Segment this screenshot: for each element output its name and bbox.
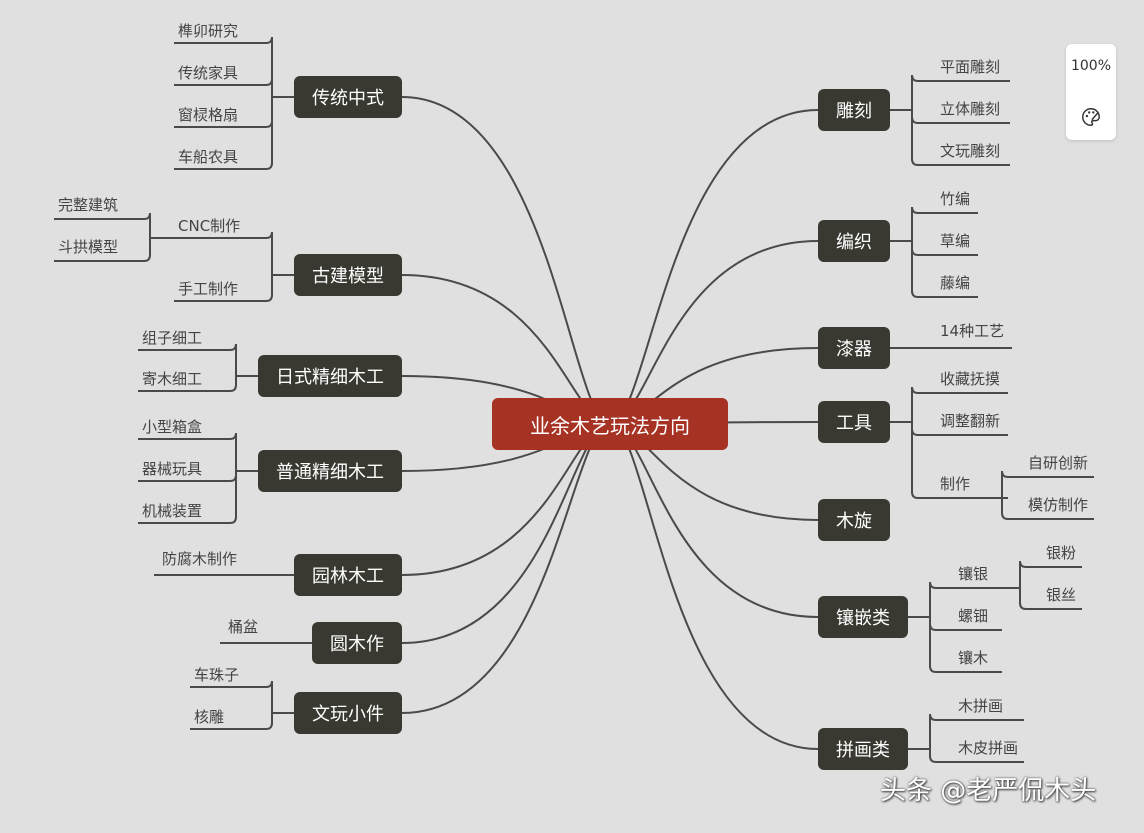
- node-r3-0[interactable]: 收藏抚摸: [940, 370, 1001, 388]
- leaf-to-subleaf-line: [996, 587, 1082, 610]
- zoom-panel: 100%: [1066, 44, 1116, 140]
- branch-to-leaf-line: [908, 581, 1002, 618]
- branch-to-leaf-line: [174, 231, 294, 276]
- node-r0-1[interactable]: 立体雕刻: [940, 100, 1001, 118]
- branch-4[interactable]: 园林木工: [294, 554, 402, 596]
- branch-5[interactable]: 圆木作: [312, 622, 402, 664]
- root-to-branch-line: [401, 96, 611, 425]
- branch-to-leaf-line: [190, 680, 294, 714]
- branch-r1[interactable]: 编织: [818, 220, 890, 262]
- leaf-to-subleaf-line: [54, 212, 174, 239]
- root-topic[interactable]: 业余木艺玩法方向: [492, 398, 728, 450]
- branch-to-leaf-line: [174, 96, 294, 170]
- branch-3[interactable]: 普通精细木工: [258, 450, 402, 492]
- node-r1-2[interactable]: 藤编: [940, 274, 971, 292]
- root-to-branch-line: [609, 423, 819, 618]
- node-3-2[interactable]: 机械装置: [142, 502, 203, 520]
- root-to-branch-line: [609, 240, 819, 425]
- node-r0-0[interactable]: 平面雕刻: [940, 58, 1001, 76]
- node-1-1[interactable]: 手工制作: [178, 280, 239, 298]
- node-6-0[interactable]: 车珠子: [194, 666, 240, 684]
- leaf-to-subleaf-line: [1001, 470, 1094, 498]
- branch-r3[interactable]: 工具: [818, 401, 890, 443]
- node-r1-1[interactable]: 草编: [940, 232, 971, 250]
- branch-6[interactable]: 文玩小件: [294, 692, 402, 734]
- branch-to-leaf-line: [890, 109, 1010, 166]
- branch-to-leaf-line: [174, 36, 294, 98]
- branch-to-leaf-line: [890, 240, 978, 298]
- node-r2-0[interactable]: 14种工艺: [940, 322, 1005, 340]
- branch-0[interactable]: 传统中式: [294, 76, 402, 118]
- branch-to-leaf-line: [890, 386, 1008, 423]
- node-1-0[interactable]: CNC制作: [178, 217, 241, 235]
- watermark: 头条 @老严侃木头: [880, 776, 1097, 806]
- root-to-branch-line: [401, 423, 611, 714]
- branch-2[interactable]: 日式精细木工: [258, 355, 402, 397]
- leaf-to-subleaf-line: [996, 560, 1082, 589]
- branch-to-leaf-line: [890, 74, 1010, 111]
- node-r5-0-1[interactable]: 银丝: [1046, 586, 1077, 604]
- node-r3-2-0[interactable]: 自研创新: [1028, 454, 1089, 472]
- node-2-0[interactable]: 组子细工: [142, 329, 203, 347]
- branch-r0[interactable]: 雕刻: [818, 89, 890, 131]
- branch-to-leaf-line: [908, 748, 1024, 763]
- branch-to-leaf-line: [174, 78, 294, 98]
- node-0-1[interactable]: 传统家具: [178, 64, 239, 82]
- node-r3-1[interactable]: 调整翻新: [940, 412, 1001, 430]
- branch-r2[interactable]: 漆器: [818, 327, 890, 369]
- node-r5-0-0[interactable]: 银粉: [1046, 544, 1077, 562]
- zoom-level[interactable]: 100%: [1070, 58, 1112, 74]
- node-r6-0[interactable]: 木拼画: [958, 697, 1004, 715]
- node-r5-1[interactable]: 螺钿: [958, 607, 989, 625]
- node-3-1[interactable]: 器械玩具: [142, 460, 203, 478]
- node-3-0[interactable]: 小型箱盒: [142, 418, 203, 436]
- node-r0-2[interactable]: 文玩雕刻: [940, 142, 1001, 160]
- node-0-2[interactable]: 窗棂格扇: [178, 106, 239, 124]
- node-r3-2[interactable]: 制作: [940, 475, 971, 493]
- branch-to-leaf-line: [138, 343, 258, 377]
- node-5-0[interactable]: 桶盆: [228, 618, 259, 636]
- node-1-0-0[interactable]: 完整建筑: [58, 196, 119, 214]
- branch-r5[interactable]: 镶嵌类: [818, 596, 908, 638]
- branch-to-leaf-line: [138, 375, 258, 392]
- palette-icon[interactable]: [1080, 106, 1102, 128]
- branch-to-leaf-line: [174, 274, 294, 302]
- node-6-1[interactable]: 核雕: [194, 708, 225, 726]
- branch-to-leaf-line: [890, 421, 1008, 499]
- branch-to-leaf-line: [138, 470, 258, 524]
- branch-r4[interactable]: 木旋: [818, 499, 890, 541]
- root-to-branch-line: [609, 109, 819, 425]
- node-r1-0[interactable]: 竹编: [940, 190, 971, 208]
- branch-1[interactable]: 古建模型: [294, 254, 402, 296]
- branch-r6[interactable]: 拼画类: [818, 728, 908, 770]
- node-4-0[interactable]: 防腐木制作: [162, 550, 238, 568]
- node-r3-2-1[interactable]: 模仿制作: [1028, 496, 1089, 514]
- leaf-to-subleaf-line: [1001, 498, 1094, 520]
- leaf-to-subleaf-line: [54, 237, 174, 262]
- node-0-3[interactable]: 车船农具: [178, 148, 239, 166]
- node-2-1[interactable]: 寄木细工: [142, 370, 203, 388]
- node-r5-0[interactable]: 镶银: [958, 565, 989, 583]
- root-to-branch-line: [401, 423, 611, 644]
- branch-to-leaf-line: [908, 616, 1002, 673]
- node-r5-2[interactable]: 镶木: [958, 649, 989, 667]
- branch-to-leaf-line: [908, 713, 1024, 750]
- branch-to-leaf-line: [890, 206, 978, 242]
- node-r6-1[interactable]: 木皮拼画: [958, 739, 1019, 757]
- node-0-0[interactable]: 榫卯研究: [178, 22, 239, 40]
- branch-to-leaf-line: [190, 712, 294, 730]
- branch-to-leaf-line: [138, 432, 258, 472]
- root-to-branch-line: [609, 423, 819, 750]
- node-1-0-1[interactable]: 斗拱模型: [58, 238, 119, 256]
